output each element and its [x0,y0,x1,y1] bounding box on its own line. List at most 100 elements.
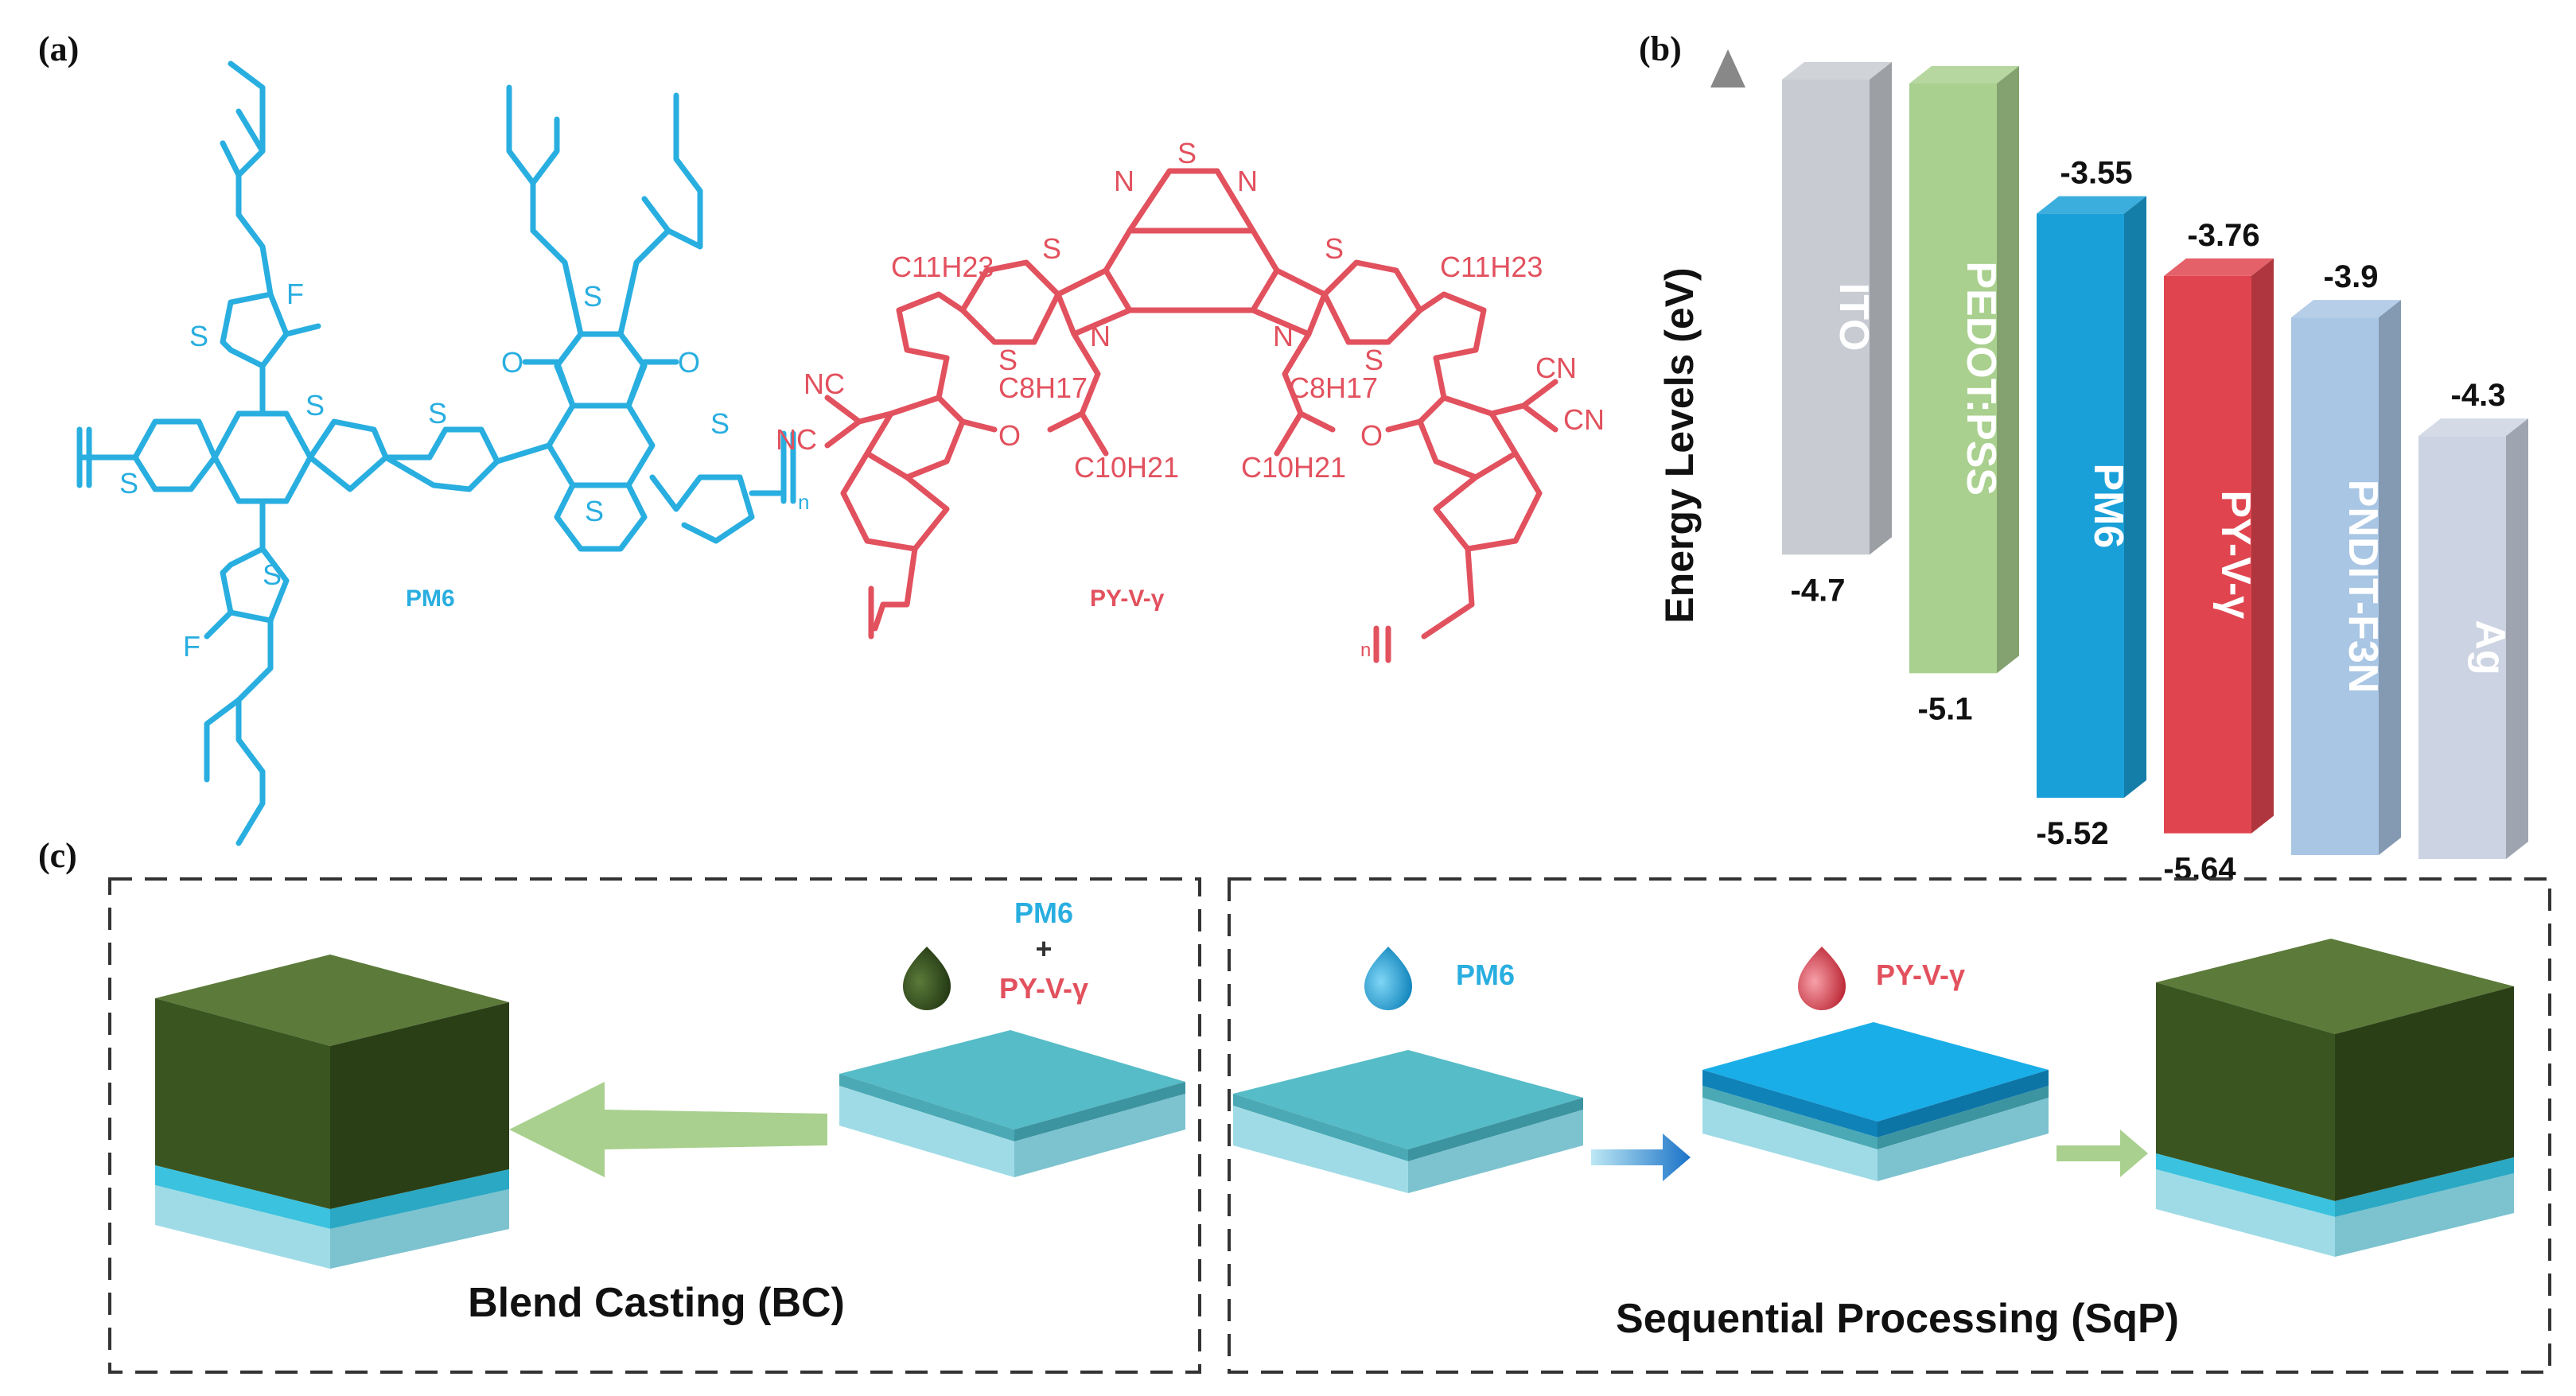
pm6-atom-F-top: F [286,278,304,310]
pm6-bottom-alkyl [204,609,274,846]
energy-bar-label-py-v-: PY-V-γ [2212,490,2259,619]
pyv-atom-N-right: N [1273,320,1294,352]
energy-bar-ito: ITO -4.7 [1782,62,1892,608]
pm6-atom-S-6: S [585,495,604,527]
pm6-bridge-thiophene-1 [383,426,500,492]
pyv-atom-S-right-2: S [1364,344,1383,376]
energy-value-top-ag: -4.3 [2451,378,2506,413]
sqp-drop-label-pyv: PY-V-γ [1876,959,1965,991]
pm6-atom-S-8: S [263,558,282,591]
energy-bar-front-pndit-f3n [2291,317,2379,855]
sqp-caption: Sequential Processing (SqP) [1616,1296,2179,1342]
pyv-atom-S-left-2: S [998,344,1018,376]
pm6-atom-O-right: O [678,346,700,379]
pm6-left-bracket [76,426,138,488]
energy-bar-pedot-pss: PEDOT:PSS-5.1 [1909,66,2019,726]
energy-bar-top-pedot-pss [1909,66,2019,84]
pm6-carbonyls [522,359,679,409]
pyv-vinyl-linkers [868,546,1475,663]
pyv-atom-NC-2: NC [776,423,817,456]
pyv-atom-S-right: S [1325,232,1344,265]
pyv-ic-right-cn [1385,379,1558,433]
energy-value-bottom-pm6: -5.52 [2036,816,2108,851]
pyv-atom-NC-1: NC [804,367,845,400]
energy-bar-side-py-v- [2251,258,2274,834]
pyv-atom-S-top: S [1177,137,1197,169]
pm6-name: PM6 [406,585,455,612]
pm6-top-alkyl [220,60,321,337]
pyv-thieno-left [896,259,1061,361]
panel-label-c: (c) [38,836,77,875]
pm6-bridge-bond [494,442,552,465]
pm6-right-thiophene [307,418,389,492]
sqp-drop-red [1798,947,1846,1010]
sqp-drop-blue [1364,947,1412,1010]
energy-bar-top-ito [1782,62,1892,80]
bc-arrow [509,1082,827,1177]
bc-caption: Blend Casting (BC) [468,1280,845,1326]
bc-drop-label-pyv: PY-V-γ [999,972,1088,1005]
energy-bar-label-ag: Ag [2467,620,2513,675]
pm6-top-thiophene [220,291,290,417]
pyv-atom-N-1: N [1114,165,1134,197]
pm6-bdt-benzene [212,410,313,504]
energy-bar-front-pm6 [2037,213,2124,798]
pyv-atom-CN-2: CN [1563,403,1605,436]
pyv-alkyl-c11-right: C11H23 [1440,251,1543,283]
pyv-alkyl-c8-right: C8H17 [1289,371,1378,404]
bc-box [108,877,1201,1374]
pm6-atom-S-4: S [428,397,447,430]
pyv-repeat-n: n [1360,640,1371,661]
pyv-alkyl-c11-left: C11H23 [891,251,994,283]
pyv-ic-right [1417,355,1543,552]
pyv-branches [1047,331,1336,457]
energy-value-top-pm6: -3.55 [2060,156,2132,191]
sqp-drop-label-pm6: PM6 [1456,959,1515,991]
energy-bar-label-pndit-f3n: PNDIT-F3N [2340,480,2386,694]
pyv-atom-S-left: S [1042,232,1061,265]
pyv-atom-O-left: O [998,419,1021,452]
energy-bar-top-pndit-f3n [2291,300,2401,318]
pm6-atom-O-left: O [501,346,523,379]
bc-drop-green [903,947,951,1010]
panel-label-a: (a) [38,29,79,68]
energy-bar-label-pm6: PM6 [2085,463,2131,548]
energy-value-bottom-pedot-pss: -5.1 [1918,691,1973,726]
pm6-atom-S-7: S [710,407,730,440]
energy-value-bottom-py-v-: -5.64 [2163,852,2236,887]
energy-bar-side-ag [2506,418,2528,859]
pyv-name: PY-V-γ [1090,585,1165,612]
bc-active-block [155,955,509,1269]
pm6-structure: F S S S S S S S S O O F n PM6 [76,60,809,846]
pm6-right-thiophene-end [649,474,755,544]
energy-bar-pndit-f3n: PNDIT-F3N -3.9 [2291,259,2401,855]
energy-bar-top-py-v- [2164,258,2274,276]
bc-substrate-block [839,1030,1185,1177]
pm6-atom-S-1: S [189,320,208,352]
sqp-arrow-1 [1591,1134,1691,1181]
energy-bar-pm6: PM6 -3.55 -5.52 [2036,156,2146,851]
energy-value-top-py-v-: -3.76 [2187,218,2259,253]
pyv-atom-CN-1: CN [1535,352,1577,384]
pyv-alkyl-c10-left: C10H21 [1074,451,1179,484]
pyv-pyrroles [1055,267,1328,337]
energy-value-top-pndit-f3n: -3.9 [2324,259,2379,294]
sqp-arrow-2 [2057,1130,2148,1177]
energy-bar-ag: Ag -4.3 [2418,378,2528,859]
energy-value-bottom-ito: -4.7 [1791,573,1846,608]
pm6-bdd-benzene [546,402,656,488]
pm6-atom-F-bottom: F [183,630,200,663]
pyv-alkyl-c8-left: C8H17 [998,371,1088,404]
energy-bar-side-pm6 [2124,196,2146,798]
pyv-structure: S N N S S S S N N O O NC NC CN CN C11H23… [776,137,1605,663]
pyv-atom-O-right: O [1360,419,1383,452]
energy-bar-front-ag [2418,436,2506,859]
pyv-ic-left-cn [824,395,998,449]
sqp-pm6-block [1702,1022,2049,1181]
sqp-substrate-block [1233,1050,1583,1193]
energy-bar-label-ito: ITO [1831,283,1877,352]
bc-drop-label-pm6: PM6 [1014,896,1073,929]
pm6-bdd-alkyl [506,84,703,337]
bc-drop-plus: + [1035,932,1052,965]
